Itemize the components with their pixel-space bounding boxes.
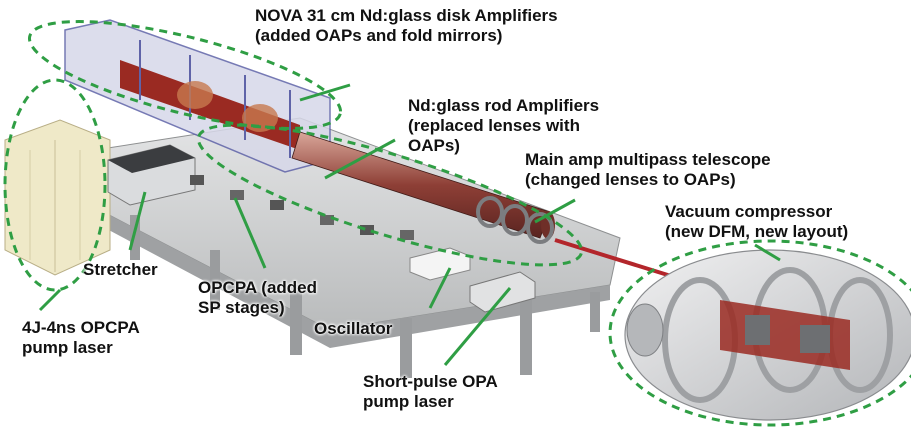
label-line: OPCPA (added	[198, 278, 318, 297]
telescope-rings	[476, 196, 554, 244]
label-line: Vacuum compressor	[665, 202, 833, 221]
opcpa-optics	[190, 175, 414, 240]
label-line: Nd:glass rod Amplifiers	[408, 96, 600, 115]
oscillator-box	[409, 247, 471, 281]
label-line: Main amp multipass telescope	[525, 150, 771, 169]
label-line: Stretcher	[83, 260, 158, 279]
label-multipass-telescope: Main amp multipass telescope (changed le…	[525, 150, 771, 190]
leader-rod	[324, 138, 396, 180]
leader-pump4j	[38, 288, 62, 312]
label-line: Oscillator	[314, 319, 393, 338]
label-line: (added OAPs and fold mirrors)	[255, 26, 503, 45]
leader-lines	[38, 83, 781, 366]
label-line: (replaced lenses with	[408, 116, 580, 135]
label-line: pump laser	[22, 338, 113, 357]
stretcher-box	[107, 144, 196, 206]
short-pulse-pump-box	[469, 271, 536, 313]
label-nova-amplifiers: NOVA 31 cm Nd:glass disk Amplifiers (add…	[255, 6, 558, 46]
label-line: (new DFM, new layout)	[665, 222, 849, 241]
label-line: SP stages)	[198, 298, 285, 317]
label-line: OAPs)	[408, 136, 460, 155]
label-opcpa: OPCPA (added SP stages)	[198, 278, 317, 318]
leader-compressor	[754, 243, 781, 262]
leader-nova	[299, 83, 351, 102]
pump-laser-cabinet	[4, 119, 111, 276]
label-short-pulse-pump: Short-pulse OPA pump laser	[363, 372, 498, 412]
label-line: NOVA 31 cm Nd:glass disk Amplifiers	[255, 6, 558, 25]
leader-opcpa	[233, 197, 267, 269]
outline-compressor	[608, 239, 911, 427]
outline-rod-amplifiers	[196, 123, 584, 267]
vacuum-compressor-chamber	[624, 249, 911, 421]
label-line: pump laser	[363, 392, 454, 411]
leader-shortpulse	[443, 287, 512, 366]
label-line: 4J-4ns OPCPA	[22, 318, 140, 337]
dashed-outlines	[3, 20, 911, 427]
label-stretcher: Stretcher	[83, 260, 158, 280]
label-rod-amplifiers: Nd:glass rod Amplifiers (replaced lenses…	[408, 96, 599, 156]
outline-pump-laser	[3, 78, 107, 292]
label-vacuum-compressor: Vacuum compressor (new DFM, new layout)	[665, 202, 848, 242]
label-pump-laser-4j: 4J-4ns OPCPA pump laser	[22, 318, 140, 358]
leader-telescope	[534, 198, 576, 224]
leader-stretcher	[128, 191, 147, 251]
label-line: (changed lenses to OAPs)	[525, 170, 736, 189]
label-line: Short-pulse OPA	[363, 372, 498, 391]
leader-oscillator	[428, 267, 452, 309]
label-oscillator: Oscillator	[314, 319, 392, 339]
outline-nova	[27, 20, 343, 130]
